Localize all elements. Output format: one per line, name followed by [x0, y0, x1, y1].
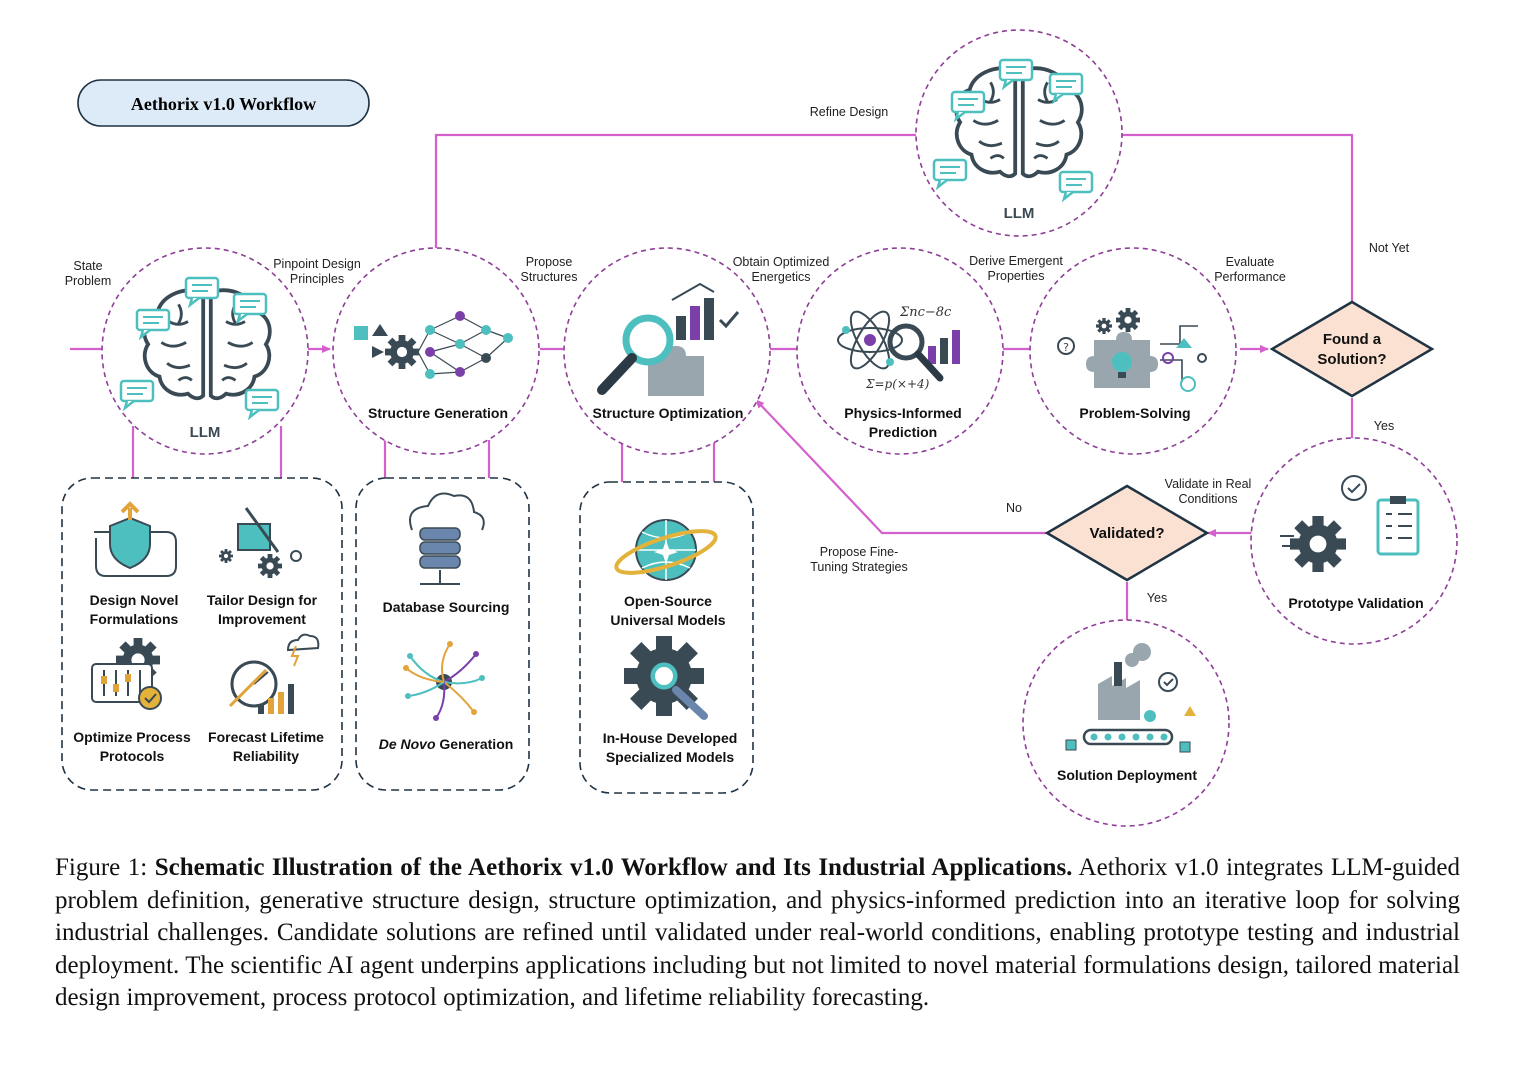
- decision-label-found-1: Found a: [1323, 331, 1382, 348]
- edge-label-derive-2: Properties: [988, 269, 1045, 283]
- diagram-title: Aethorix v1.0 Workflow: [131, 94, 316, 114]
- arrow-no-finetune: [755, 399, 1046, 535]
- optimization-models-box: Open-Source Universal Models In-House De…: [579, 481, 754, 794]
- edge-label-evaluate-1: Evaluate: [1226, 255, 1275, 269]
- node-solution-deployment: Solution Deployment: [1022, 619, 1230, 827]
- decision-validated: Validated?: [1044, 484, 1210, 582]
- application-label-optimize-2: Protocols: [100, 748, 165, 764]
- magnifier-chart-icon: [887, 323, 960, 382]
- edge-label-yes-validated: Yes: [1147, 591, 1167, 605]
- generation-sources-box: Database Sourcing De Novo Generation: [355, 477, 530, 791]
- edge-label-propose-2: Structures: [521, 270, 578, 284]
- figure-caption: Figure 1: Schematic Illustration of the …: [55, 852, 1460, 1015]
- network-icon: [354, 311, 513, 379]
- node-label-physics-1: Physics-Informed: [844, 405, 961, 421]
- node-label-prototype-validation: Prototype Validation: [1288, 595, 1423, 611]
- node-label-structure-optimization: Structure Optimization: [593, 405, 744, 421]
- caption-prefix: Figure 1:: [55, 854, 155, 881]
- gear-clipboard-icon: [1280, 475, 1420, 572]
- edge-label-finetune-1: Propose Fine-: [820, 545, 899, 559]
- edge-label-evaluate-2: Performance: [1214, 270, 1286, 284]
- node-label-physics-2: Prediction: [869, 424, 937, 440]
- edge-label-finetune-2: Tuning Strategies: [810, 560, 908, 574]
- node-structure-generation: Structure Generation: [332, 247, 540, 455]
- application-label-tailor-1: Tailor Design for: [207, 592, 318, 608]
- node-llm-top: LLM: [915, 29, 1123, 237]
- flow-arrows: [70, 131, 1356, 629]
- edge-label-obtain-2: Energetics: [751, 270, 810, 284]
- edge-label-validate-2: Conditions: [1178, 492, 1237, 506]
- model-label-open-source-2: Universal Models: [610, 612, 725, 628]
- process-gear-check-icon: [91, 638, 162, 710]
- arrow-refine-design: [432, 133, 916, 269]
- application-label-design-2: Formulations: [90, 611, 179, 627]
- decision-found-solution: Found a Solution?: [1269, 300, 1435, 398]
- node-label-structure-generation: Structure Generation: [368, 405, 508, 421]
- node-problem-solving: ? Problem-Solving: [1029, 247, 1237, 455]
- shield-scroll-icon: [94, 501, 177, 577]
- node-prototype-validation: Prototype Validation: [1250, 437, 1458, 645]
- puzzle-bulb-icon: ?: [1057, 308, 1207, 392]
- svg-text:?: ?: [1063, 341, 1069, 354]
- gear-magnifier-icon: [624, 636, 708, 720]
- magnifier-puzzle-icon: [597, 282, 740, 396]
- node-llm-main: LLM: [101, 247, 309, 455]
- edge-label-not-yet: Not Yet: [1369, 241, 1410, 255]
- decision-label-validated: Validated?: [1089, 525, 1164, 542]
- edge-label-pinpoint-2: Principles: [290, 272, 344, 286]
- decision-label-found-2: Solution?: [1317, 351, 1386, 368]
- model-label-open-source-1: Open-Source: [624, 593, 712, 609]
- node-label-llm-top: LLM: [1004, 205, 1035, 222]
- workflow-diagram: Aethorix v1.0 Workflow State Problem Pin…: [61, 29, 1458, 827]
- source-label-database: Database Sourcing: [383, 599, 510, 615]
- gauge-forecast-icon: [228, 633, 320, 714]
- globe-orbit-icon: [614, 519, 718, 581]
- arrow-not-yet: [1109, 131, 1354, 302]
- edge-label-pinpoint-1: Pinpoint Design: [273, 257, 361, 271]
- atom-icon: [837, 310, 903, 370]
- node-physics-prediction: Σnc−8c Σ=p(×+4) Physics-Informed Predict…: [796, 247, 1004, 455]
- needle-box-gear-icon: [219, 507, 302, 578]
- model-label-in-house-2: Specialized Models: [606, 749, 735, 765]
- application-label-forecast-2: Reliability: [233, 748, 299, 764]
- node-label-problem-solving: Problem-Solving: [1079, 405, 1190, 421]
- node-label-solution-deployment: Solution Deployment: [1057, 767, 1197, 783]
- edge-label-state-problem-1: State: [73, 259, 102, 273]
- application-label-optimize-1: Optimize Process: [73, 729, 191, 745]
- source-label-denovo: De Novo Generation: [379, 736, 514, 752]
- burst-spiral-icon: [403, 641, 485, 721]
- application-label-tailor-2: Improvement: [218, 611, 306, 627]
- factory-icon: [1065, 643, 1196, 753]
- edge-label-no: No: [1006, 501, 1022, 515]
- node-structure-optimization: Structure Optimization: [563, 247, 771, 455]
- caption-bold-title: Schematic Illustration of the Aethorix v…: [154, 854, 1073, 881]
- database-cloud-icon: [409, 492, 485, 585]
- title-pill: Aethorix v1.0 Workflow: [77, 79, 370, 127]
- edge-label-state-problem-2: Problem: [65, 274, 112, 288]
- edge-label-propose-1: Propose: [526, 255, 573, 269]
- edge-label-obtain-1: Obtain Optimized: [733, 255, 830, 269]
- node-label-llm: LLM: [190, 424, 221, 441]
- application-label-forecast-1: Forecast Lifetime: [208, 729, 324, 745]
- formula-bottom: Σ=p(×+4): [865, 377, 930, 391]
- caption-body: Aethorix v1.0 integrates LLM-guided prob…: [55, 854, 1461, 1011]
- formula-top: Σnc−8c: [899, 305, 952, 320]
- edge-label-derive-1: Derive Emergent: [969, 254, 1063, 268]
- edge-label-validate-1: Validate in Real: [1165, 477, 1252, 491]
- model-label-in-house-1: In-House Developed: [603, 730, 738, 746]
- edge-label-refine-design: Refine Design: [810, 105, 889, 119]
- applications-box: Design Novel Formulations Tailor Design …: [61, 477, 343, 791]
- application-label-design-1: Design Novel: [90, 592, 179, 608]
- edge-label-yes-found: Yes: [1374, 419, 1394, 433]
